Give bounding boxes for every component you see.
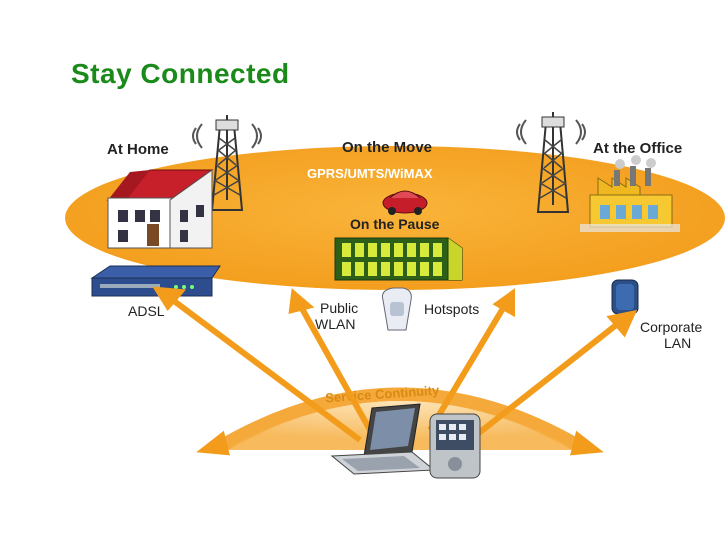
slide-title: Stay Connected [71, 58, 290, 89]
pda-icon [429, 413, 481, 479]
access-label-lan-line1: Corporate [640, 319, 702, 335]
continuity-arc [210, 387, 590, 452]
lan-server-icon [611, 279, 639, 315]
antenna-tower-icon [516, 112, 586, 213]
access-label-wlan-line2: WLAN [315, 316, 355, 332]
access-label-lan-line2: LAN [664, 335, 691, 351]
arrow-to-lan [468, 319, 622, 443]
arrow-head-arc-left [196, 430, 230, 456]
arrow-head-adsl [152, 286, 187, 312]
access-label-adsl: ADSL [128, 303, 165, 319]
wifi-access-point-icon [382, 287, 412, 331]
antenna-tower-icon [192, 115, 262, 211]
arrow-to-hotspots [427, 303, 508, 432]
arrow-to-adsl [168, 295, 362, 443]
network-band [65, 146, 725, 290]
arrow-to-wlan [297, 303, 373, 432]
arrow-head-arc-right [570, 430, 604, 456]
access-label-wlan-line1: Public [320, 300, 358, 316]
connection-arrows [152, 286, 638, 456]
factory-icon [580, 155, 680, 232]
train-icon [334, 237, 463, 281]
car-icon [382, 190, 428, 215]
zone-label-pause: On the Pause [350, 216, 440, 232]
arrow-head-hotspots [492, 288, 515, 318]
laptop-icon [330, 403, 436, 475]
arrow-head-lan [606, 309, 638, 338]
arrow-head-wlan [288, 288, 315, 314]
zone-label-office: At the Office [593, 140, 682, 157]
network-label: GPRS/UMTS/WiMAX [307, 166, 433, 181]
zone-label-home: At Home [107, 141, 169, 158]
access-label-hotspots: Hotspots [424, 301, 479, 317]
zone-label-move: On the Move [342, 139, 432, 156]
house-icon [106, 169, 214, 249]
